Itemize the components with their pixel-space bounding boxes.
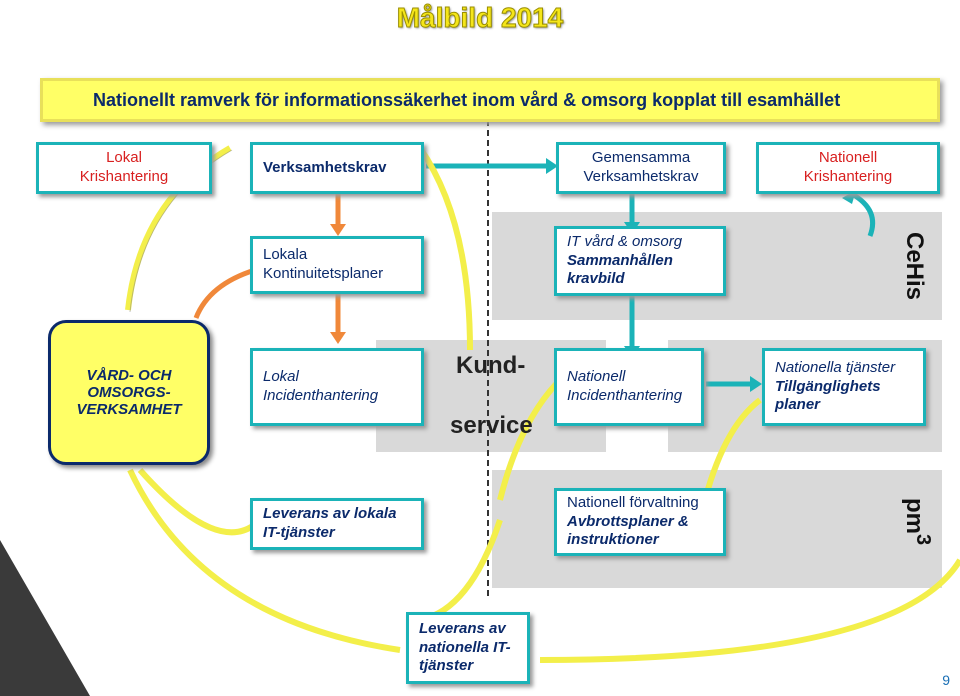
nationell-forvaltning-box: Nationell förvaltning Avbrottsplaner & i… xyxy=(554,488,726,556)
nationell-incidenthantering-box: Nationell Incidenthantering xyxy=(554,348,704,426)
leverans-lokala-box: Leverans av lokala IT-tjänster xyxy=(250,498,424,550)
box-line: Incidenthantering xyxy=(263,387,379,404)
pm3-label: pm3 xyxy=(900,498,934,545)
box-line: nationella IT- xyxy=(419,638,511,656)
page-title: Målbild 2014 xyxy=(396,2,564,34)
box-line: instruktioner xyxy=(567,531,659,549)
cehis-label: CeHis xyxy=(901,232,928,301)
box-line: tjänster xyxy=(419,657,474,675)
box-line: Incidenthantering xyxy=(567,387,683,404)
box-line: OMSORGS- xyxy=(87,384,171,401)
lokala-kontinuitetsplaner-box: Lokala Kontinuitetsplaner xyxy=(250,236,424,294)
lokal-incidenthantering-box: Lokal Incidenthantering xyxy=(250,348,424,426)
nationella-tjanster-box: Nationella tjänster Tillgänglighets plan… xyxy=(762,348,926,426)
box-line: Leverans av lokala xyxy=(263,505,397,523)
box-line: Nationell förvaltning xyxy=(567,493,699,511)
box-line: VERKSAMHET xyxy=(76,401,182,418)
pm-sup: 3 xyxy=(912,534,934,546)
gemensamma-verksamhetskrav-box: Gemensamma Verksamhetskrav xyxy=(556,142,726,194)
box-line: Lokal xyxy=(106,149,142,167)
box-line: Avbrottsplaner & xyxy=(567,512,689,530)
leverans-nationella-box: Leverans av nationella IT- tjänster xyxy=(406,612,530,684)
lokal-krishantering-box: Lokal Krishantering xyxy=(36,142,212,194)
box-line: planer xyxy=(775,396,821,414)
framework-banner: Nationellt ramverk för informationssäker… xyxy=(40,78,940,122)
page-number: 9 xyxy=(942,672,950,688)
box-line: Tillgänglighets xyxy=(775,377,881,395)
box-line: Lokal xyxy=(263,368,299,386)
box-line: Verksamhetskrav xyxy=(583,168,699,185)
box-line: Krishantering xyxy=(79,168,169,185)
pm-text: pm xyxy=(901,498,928,534)
box-line: IT vård & omsorg xyxy=(567,232,683,250)
box-line: Nationella tjänster xyxy=(775,358,896,376)
box-line: VÅRD- OCH xyxy=(86,367,172,384)
verksamhetskrav-box: Verksamhetskrav xyxy=(250,142,424,194)
box-line: Nationell xyxy=(567,368,626,386)
box-line: Nationell xyxy=(818,149,878,167)
box-line: Verksamhetskrav xyxy=(263,158,387,176)
box-line: Lokala xyxy=(263,246,308,264)
box-line: kravbild xyxy=(567,270,625,288)
box-line: Sammanhållen xyxy=(567,251,673,269)
it-vard-kravbild-box: IT vård & omsorg Sammanhållen kravbild xyxy=(554,226,726,296)
service-label: service xyxy=(450,412,533,439)
nationell-krishantering-box: Nationell Krishantering xyxy=(756,142,940,194)
box-line: Gemensamma xyxy=(591,149,691,167)
kund-label: Kund- xyxy=(456,352,526,379)
box-line: Leverans av xyxy=(419,619,506,637)
box-line: IT-tjänster xyxy=(263,524,335,541)
vard-verksamhet-box: VÅRD- OCH OMSORGS- VERKSAMHET xyxy=(48,320,210,465)
box-line: Kontinuitetsplaner xyxy=(263,265,384,282)
box-line: Krishantering xyxy=(803,168,893,185)
